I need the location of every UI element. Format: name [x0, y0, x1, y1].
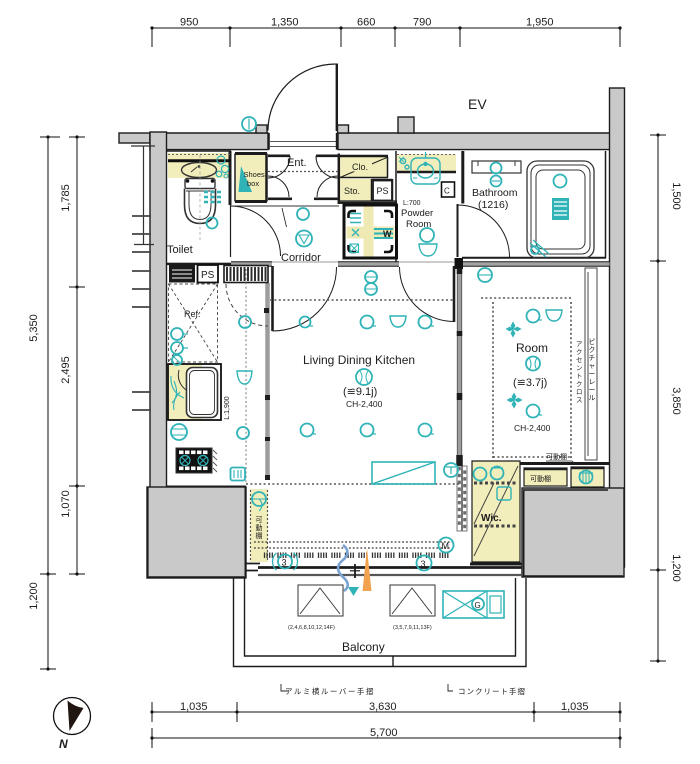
svg-text:5,350: 5,350 [28, 314, 40, 342]
svg-text:1,200: 1,200 [670, 554, 682, 582]
svg-text:L:1,900: L:1,900 [224, 396, 231, 419]
svg-text:Living Dining Kitchen: Living Dining Kitchen [303, 353, 415, 367]
svg-text:Shoes: Shoes [244, 170, 266, 179]
svg-text:660: 660 [357, 17, 375, 29]
svg-text:Balcony: Balcony [342, 640, 385, 654]
svg-text:Corridor: Corridor [281, 252, 321, 264]
svg-text:Toilet: Toilet [167, 244, 193, 256]
svg-text:Ent.: Ent. [287, 157, 307, 169]
svg-text:(1216): (1216) [478, 199, 508, 211]
svg-text:Bathroom: Bathroom [472, 187, 518, 199]
svg-text:(≌3.7j): (≌3.7j) [513, 377, 547, 389]
svg-text:Ref.: Ref. [184, 309, 201, 319]
svg-text:アルミ横ルーバー手摺: アルミ横ルーバー手摺 [285, 686, 375, 696]
svg-text:CH-2,400: CH-2,400 [514, 423, 551, 433]
svg-text:Clo.: Clo. [352, 162, 368, 172]
svg-text:可動棚: 可動棚 [546, 452, 567, 461]
svg-text:3: 3 [282, 558, 287, 568]
svg-text:可動棚: 可動棚 [256, 516, 263, 540]
svg-text:3,850: 3,850 [670, 387, 682, 415]
svg-text:C: C [444, 187, 450, 196]
svg-text:CH-2,400: CH-2,400 [346, 399, 383, 409]
svg-text:1,200: 1,200 [28, 582, 40, 610]
svg-text:box: box [247, 179, 259, 188]
svg-text:(≌9.1j): (≌9.1j) [343, 386, 377, 398]
svg-text:950: 950 [180, 17, 198, 29]
svg-text:N: N [59, 737, 68, 751]
svg-text:Sto.: Sto. [344, 186, 360, 196]
svg-text:PS: PS [377, 186, 389, 196]
svg-text:PS: PS [201, 270, 215, 281]
svg-text:L:700: L:700 [403, 200, 421, 207]
svg-text:M: M [442, 541, 450, 551]
svg-text:G: G [475, 601, 481, 610]
svg-text:EV: EV [468, 96, 487, 112]
svg-text:3,630: 3,630 [369, 701, 397, 713]
svg-text:1,950: 1,950 [526, 17, 554, 29]
svg-text:Wic.: Wic. [481, 513, 502, 524]
svg-text:可動棚: 可動棚 [530, 474, 551, 483]
svg-text:5,700: 5,700 [370, 727, 398, 739]
svg-text:Room: Room [406, 219, 431, 230]
svg-text:(2,4,6,8,10,12,14F): (2,4,6,8,10,12,14F) [288, 625, 335, 631]
svg-text:1,035: 1,035 [180, 701, 208, 713]
svg-text:1,500: 1,500 [670, 182, 682, 210]
svg-text:1,070: 1,070 [60, 490, 72, 518]
svg-text:1,035: 1,035 [561, 701, 589, 713]
svg-text:(3,5,7,9,11,13F): (3,5,7,9,11,13F) [393, 625, 432, 631]
svg-text:1,350: 1,350 [271, 17, 299, 29]
svg-text:790: 790 [413, 17, 431, 29]
svg-text:Powder: Powder [401, 208, 433, 219]
svg-text:3: 3 [421, 559, 426, 569]
svg-text:W: W [383, 229, 392, 239]
svg-text:Room: Room [516, 341, 548, 355]
svg-text:1,785: 1,785 [60, 184, 72, 212]
svg-text:コンクリート手摺: コンクリート手摺 [458, 686, 526, 696]
svg-text:2,495: 2,495 [60, 356, 72, 384]
